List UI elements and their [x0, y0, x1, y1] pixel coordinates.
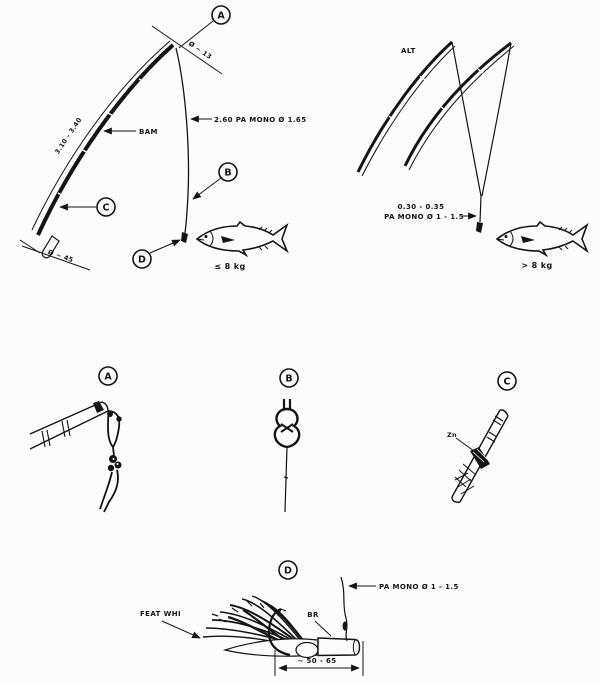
detail-b-knot-crossing [280, 423, 294, 433]
detail-d-letter: D [284, 566, 292, 577]
detail-d-binding-label: BR [307, 611, 319, 619]
detail-d-swivel [342, 621, 348, 631]
bamboo-pole [36, 43, 175, 236]
callout-b-leader [192, 177, 222, 200]
detail-c: C Zn [447, 371, 517, 503]
detail-d-binding-leader [314, 620, 332, 637]
detail-b: B [273, 368, 301, 513]
alt-line-length-label: 0.30 - 0.35 [398, 203, 445, 211]
alt-rig: ALT 0.30 - 0.35 PA MONO Ø 1 - 1.5 > 8 kg [356, 40, 588, 270]
detail-d-hook [267, 607, 291, 657]
detail-c-letter: C [504, 377, 511, 388]
detail-a-knot-gap-1 [112, 458, 115, 460]
detail-b-knot-stubs [282, 399, 292, 409]
callout-c-letter: C [103, 203, 110, 214]
main-rig: Ø ~ 45 Ø ~ 13 3.10 - 3.40 BAM 2.60 PA MO… [19, 5, 306, 271]
detail-a-circle [98, 366, 118, 386]
callout-a-circle [211, 5, 231, 25]
main-fishing-line [175, 47, 190, 234]
detail-c-band-ticks [486, 415, 504, 443]
detail-d: D FEAT WHI BR PA MO [140, 560, 459, 676]
detail-a-letter: A [104, 372, 112, 383]
callout-b-circle [218, 162, 238, 182]
callout-a-leader [178, 20, 214, 49]
callout-b-letter: B [224, 168, 231, 179]
alt-pole1-edge [361, 45, 456, 177]
detail-d-line-spec-label: PA MONO Ø 1 - 1.5 [379, 583, 459, 591]
pole-material-label: BAM [139, 128, 158, 136]
detail-d-dimension-ticks [274, 641, 364, 676]
detail-a-knot-cluster-3 [107, 464, 115, 472]
detail-d-mono-line [340, 576, 348, 642]
callout-d-letter: D [138, 255, 146, 266]
main-fish-weight: ≤ 8 kg [214, 262, 245, 271]
bamboo-pole-edge [31, 40, 171, 231]
pole-length-label: 3.10 - 3.40 [53, 116, 84, 156]
detail-c-lattice [454, 463, 477, 495]
tip-diameter-label: Ø ~ 13 [187, 40, 213, 61]
detail-d-length-dim: ~ 50 - 65 [297, 657, 336, 665]
callout-c: C [59, 197, 116, 217]
detail-a-knot-top [107, 411, 113, 417]
detail-b-letter: B [285, 374, 292, 385]
detail-a-knot-gap-2 [116, 463, 119, 465]
callout-d-circle [132, 249, 152, 269]
detail-a-knot-cluster-2 [114, 461, 122, 469]
callout-b: B [192, 162, 238, 200]
detail-d-collar [295, 641, 319, 659]
large-fish [496, 221, 588, 256]
detail-d-tube-rim [352, 639, 356, 656]
alt-title: ALT [401, 47, 416, 55]
detail-c-wrap-slits [472, 448, 488, 463]
detail-b-line-tick [283, 476, 289, 479]
detail-a: A [29, 366, 122, 513]
detail-b-circle [279, 368, 299, 388]
detail-c-pole-bottom-cap [451, 496, 461, 503]
butt-diameter-label: Ø ~ 45 [47, 248, 75, 264]
alt-drop-line [479, 195, 482, 223]
detail-b-knot-right-loop [286, 407, 301, 449]
alt-pole1 [356, 40, 454, 173]
detail-a-pole-rings [41, 419, 71, 448]
detail-a-pole-tip-cap [101, 401, 109, 412]
detail-d-body [222, 638, 319, 657]
main-lure [181, 232, 188, 243]
detail-c-circle [497, 371, 517, 391]
detail-a-knot-stem [112, 446, 115, 457]
alt-line-spec-label: PA MONO Ø 1 - 1.5 [384, 213, 464, 221]
detail-a-tip-band [93, 401, 104, 413]
main-line-spec-label: 2.60 PA MONO Ø 1.65 [214, 116, 306, 124]
detail-d-circle [278, 560, 298, 580]
callout-a-letter: A [217, 11, 225, 22]
alt-pole2 [403, 41, 512, 167]
tip-dimension-line [151, 25, 223, 75]
detail-a-pole-top-edge [29, 401, 103, 435]
detail-d-feather-arrow [161, 620, 201, 639]
detail-c-note-leader [455, 437, 475, 452]
detail-c-material-note: Zn [447, 431, 457, 439]
alt-fish-weight: > 8 kg [521, 261, 552, 270]
detail-b-line [284, 446, 288, 513]
callout-d-leader [149, 239, 181, 254]
detail-b-knot-left-loop [273, 407, 288, 449]
alt-pole-node-marks [388, 68, 484, 121]
callout-a: A [178, 5, 231, 49]
callout-c-circle [96, 197, 116, 217]
detail-a-tail-1 [99, 471, 113, 510]
detail-d-feather-label: FEAT WHI [140, 610, 181, 618]
detail-a-knot-side [116, 416, 122, 422]
small-fish [196, 221, 288, 256]
detail-a-tail-2 [103, 469, 119, 513]
alt-pole2-edge [408, 45, 515, 171]
detail-d-hook-barb [277, 608, 287, 617]
detail-c-pole-top-cap [499, 409, 509, 417]
callout-d: D [132, 239, 181, 269]
detail-d-tube [317, 637, 361, 657]
pole-node-marks [57, 78, 147, 198]
alt-line2 [481, 42, 512, 197]
alt-lure [476, 222, 483, 233]
alt-line1 [451, 41, 482, 197]
butt-dimension-line [21, 245, 91, 271]
